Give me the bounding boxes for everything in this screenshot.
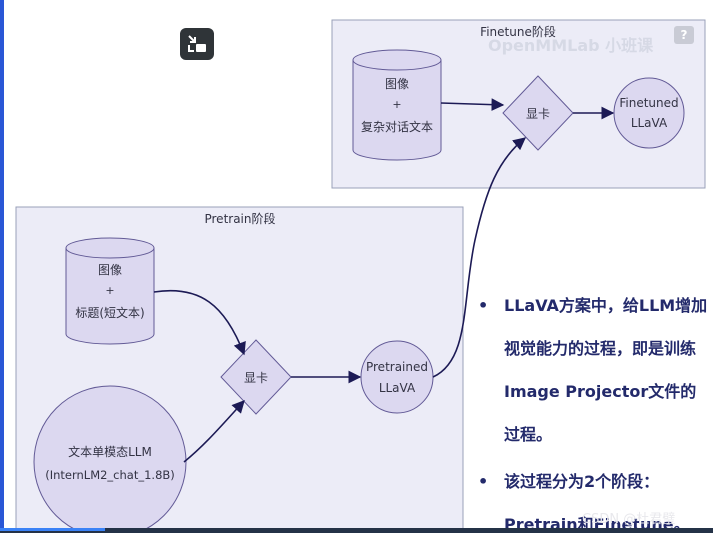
bullet-list: • LLaVA方案中，给LLM增加视觉能力的过程，即是训练Image Proje… xyxy=(478,284,708,546)
edge-finetune-data-to-gpu xyxy=(440,98,505,112)
bullet-dot-icon: • xyxy=(478,472,489,491)
pretrain-data-line1: 图像 xyxy=(98,263,122,277)
finetune-data-cylinder xyxy=(352,49,442,161)
edge-llm-to-gpu xyxy=(183,400,245,463)
slide-progress-bar xyxy=(0,528,105,531)
pretrained-llava-node xyxy=(360,340,434,414)
bottom-bar xyxy=(0,528,713,533)
finetune-gpu-node xyxy=(502,75,574,151)
finetune-data-line2: + xyxy=(392,98,401,111)
text-llm-line2: (InternLM2_chat_1.8B) xyxy=(45,468,175,482)
edge-pretrain-data-to-gpu xyxy=(153,289,246,356)
left-accent-bar xyxy=(0,0,4,533)
bullet-item: • 该过程分为2个阶段：Pretrain和Finetune。 xyxy=(478,460,708,546)
help-button[interactable]: ? xyxy=(674,26,694,44)
pretrain-data-line3: 标题(短文本) xyxy=(75,305,144,320)
text-llm-node xyxy=(33,385,187,533)
openmmlab-watermark: OpenMMLab 小班课 xyxy=(488,36,654,55)
finetune-data-line3: 复杂对话文本 xyxy=(361,119,433,134)
pretrain-data-line2: + xyxy=(105,284,114,297)
pretrain-gpu-label: 显卡 xyxy=(244,371,268,385)
bullet-text: 该过程分为2个阶段：Pretrain和Finetune。 xyxy=(504,472,690,534)
finetune-data-line1: 图像 xyxy=(385,77,409,91)
pretrain-gpu-node xyxy=(220,339,292,415)
finetuned-llava-line1: Finetuned xyxy=(619,96,678,110)
finetuned-llava-node xyxy=(613,77,685,149)
exit-fullscreen-button[interactable] xyxy=(180,28,214,60)
csdn-watermark: CSDN @杜君璧 xyxy=(582,512,676,527)
pretrain-data-cylinder xyxy=(65,237,155,345)
exit-fullscreen-icon xyxy=(188,35,206,52)
pretrain-stage-label: Pretrain阶段 xyxy=(204,211,275,226)
pretrained-llava-line2: LLaVA xyxy=(379,381,416,395)
finetune-stage-label: Finetune阶段 xyxy=(480,24,556,39)
slide: Finetune阶段 Pretrain阶段 图像 + 复杂对话文本 显卡 Fin… xyxy=(0,0,713,534)
text-llm-line1: 文本单模态LLM xyxy=(68,444,152,459)
llava-training-diagram: Finetune阶段 Pretrain阶段 图像 + 复杂对话文本 显卡 Fin… xyxy=(15,19,706,533)
finetuned-llava-line2: LLaVA xyxy=(631,116,668,130)
edge-pretrained-to-finetune-gpu xyxy=(432,137,526,378)
bullet-text: LLaVA方案中，给LLM增加视觉能力的过程，即是训练Image Project… xyxy=(504,296,708,444)
bullet-dot-icon: • xyxy=(478,296,489,315)
bullet-item: • LLaVA方案中，给LLM增加视觉能力的过程，即是训练Image Proje… xyxy=(478,284,708,456)
finetune-gpu-label: 显卡 xyxy=(526,107,550,121)
pretrained-llava-line1: Pretrained xyxy=(366,360,428,374)
